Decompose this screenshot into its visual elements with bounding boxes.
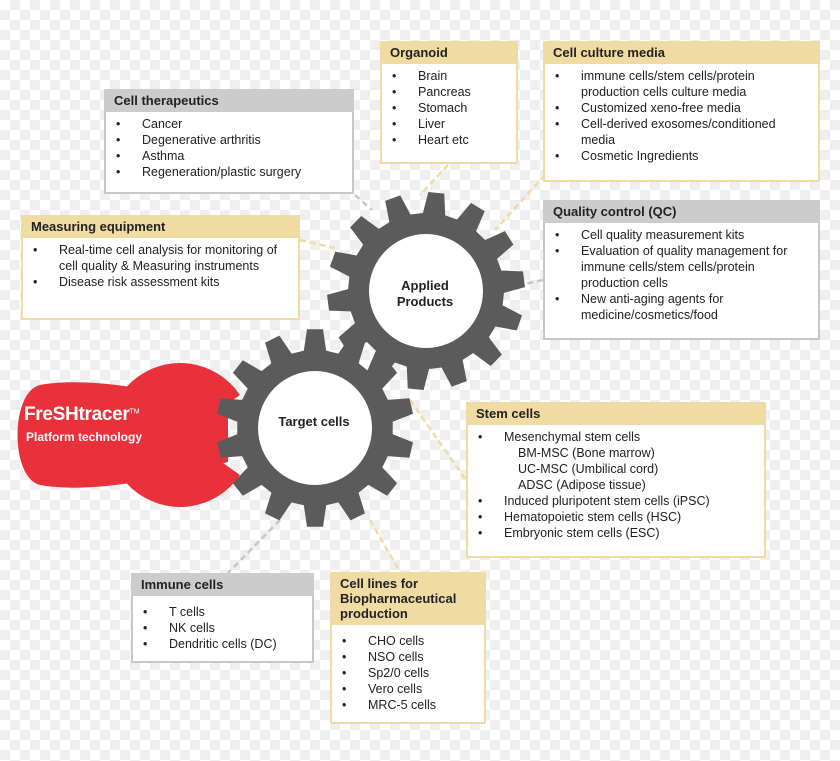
cell-lines-box: Cell lines for Biopharmaceutical product… (330, 572, 486, 724)
organoid-box: Organoid Brain Pancreas Stomach Liver He… (380, 41, 518, 164)
connector-lines (227, 164, 546, 574)
list-item: Cancer (114, 116, 346, 132)
list-item: Heart etc (390, 132, 510, 148)
brand-trademark: TM (129, 408, 140, 416)
stem-cells-box: Stem cells Mesenchymal stem cells BM-MSC… (466, 402, 766, 558)
applied-products-text: Applied Products (396, 278, 454, 309)
list-item: immune cells/stem cells/protein producti… (553, 68, 812, 100)
cell-culture-media-list: immune cells/stem cells/protein producti… (545, 64, 818, 168)
immune-cells-title: Immune cells (131, 573, 314, 596)
list-subitem: BM-MSC (Bone marrow) (518, 446, 655, 460)
immune-cells-box: Immune cells T cells NK cells Dendritic … (131, 573, 314, 663)
applied-products-gear (327, 192, 525, 390)
target-cells-gear (217, 329, 413, 527)
list-item: Cell quality measurement kits (553, 227, 812, 243)
connector-line (368, 519, 402, 573)
list-item: New anti-aging agents for medicine/cosme… (553, 291, 812, 323)
list-item: Embryonic stem cells (ESC) (476, 525, 758, 541)
quality-control-list: Cell quality measurement kits Evaluation… (545, 223, 818, 327)
stem-cells-list: Mesenchymal stem cells BM-MSC (Bone marr… (468, 425, 764, 545)
target-cells-text: Target cells (278, 414, 350, 429)
gear-hole (258, 371, 372, 485)
measuring-equipment-list: Real-time cell analysis for monitoring o… (23, 238, 298, 294)
list-item: T cells (141, 604, 306, 620)
connector-line (299, 238, 336, 250)
organoid-list: Brain Pancreas Stomach Liver Heart etc (382, 64, 516, 152)
list-subitem: UC-MSC (Umbilical cord) (518, 462, 659, 476)
logo-red-body (17, 382, 228, 488)
gear-hole (369, 234, 483, 348)
list-item: Vero cells (340, 681, 478, 697)
list-item: Real-time cell analysis for monitoring o… (31, 242, 292, 274)
list-item: Dendritic cells (DC) (141, 636, 306, 652)
list-item: Sp2/0 cells (340, 665, 478, 681)
list-item: Disease risk assessment kits (31, 274, 292, 290)
measuring-equipment-box: Measuring equipment Real-time cell analy… (21, 215, 300, 320)
immune-cells-list: T cells NK cells Dendritic cells (DC) (133, 596, 312, 656)
list-item: MRC-5 cells (340, 697, 478, 713)
list-item: Mesenchymal stem cells (476, 429, 758, 445)
list-item: CHO cells (340, 633, 478, 649)
cell-lines-title: Cell lines for Biopharmaceutical product… (330, 572, 486, 625)
quality-control-box: Quality control (QC) Cell quality measur… (543, 200, 820, 340)
connector-line (227, 519, 281, 574)
target-cells-label: Target cells (274, 414, 354, 430)
list-item: Pancreas (390, 84, 510, 100)
list-item: Induced pluripotent stem cells (iPSC) (476, 493, 758, 509)
stem-cells-title: Stem cells (466, 402, 766, 425)
connector-line (354, 194, 373, 211)
list-item: Liver (390, 116, 510, 132)
list-item: Regeneration/plastic surgery (114, 164, 346, 180)
list-item: Evaluation of quality management for imm… (553, 243, 812, 291)
organoid-title: Organoid (380, 41, 518, 64)
connector-line (419, 164, 449, 196)
list-item: Cell-derived exosomes/conditioned media (553, 116, 812, 148)
connector-line (494, 174, 546, 231)
cell-culture-media-box: Cell culture media immune cells/stem cel… (543, 41, 820, 182)
measuring-equipment-title: Measuring equipment (21, 215, 300, 238)
cell-therapeutics-box: Cell therapeutics Cancer Degenerative ar… (104, 89, 354, 194)
list-item: Brain (390, 68, 510, 84)
cell-culture-media-title: Cell culture media (543, 41, 820, 64)
list-subitem: ADSC (Adipose tissue) (518, 478, 646, 492)
cell-therapeutics-list: Cancer Degenerative arthritis Asthma Reg… (106, 112, 352, 184)
list-item: Customized xeno-free media (553, 100, 812, 116)
brand-logo-text: FreSHtracerTM (24, 404, 174, 426)
applied-products-label: Applied Products (375, 278, 475, 310)
list-item: NSO cells (340, 649, 478, 665)
list-item: NK cells (141, 620, 306, 636)
cell-lines-list: CHO cells NSO cells Sp2/0 cells Vero cel… (332, 625, 484, 717)
brand-name: FreSHtracer (24, 404, 130, 425)
freshtracer-logo-shape (17, 363, 241, 508)
list-item: Stomach (390, 100, 510, 116)
connector-line (519, 278, 544, 287)
list-item: Cosmetic Ingredients (553, 148, 812, 164)
list-item: Degenerative arthritis (114, 132, 346, 148)
list-item: Hematopoietic stem cells (HSC) (476, 509, 758, 525)
cell-therapeutics-title: Cell therapeutics (104, 89, 354, 112)
quality-control-title: Quality control (QC) (543, 200, 820, 223)
list-item: Asthma (114, 148, 346, 164)
brand-subtitle: Platform technology (26, 430, 143, 444)
connector-line (408, 399, 468, 481)
